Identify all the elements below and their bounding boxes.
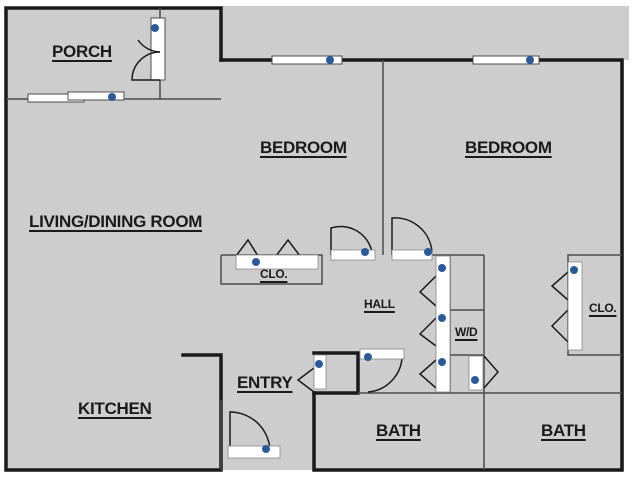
info-circle-icon[interactable] — [438, 314, 446, 322]
info-circle-icon[interactable] — [438, 264, 446, 272]
window-bedroom-right — [472, 55, 540, 65]
info-circle-icon[interactable] — [424, 248, 432, 256]
door-hall-c — [418, 359, 437, 389]
info-circle-icon[interactable] — [361, 248, 369, 256]
door-bedroom-right — [391, 217, 433, 255]
info-circle-icon[interactable] — [526, 56, 534, 64]
panel-entry-door — [227, 445, 281, 459]
info-circle-icon[interactable] — [364, 353, 372, 361]
panel-bedroom-right-door — [391, 249, 433, 261]
room-label-bath-right: BATH — [541, 421, 586, 440]
door-closet-right-b — [550, 309, 569, 343]
panel-closet-right — [567, 261, 583, 351]
room-label-wd: W/D — [455, 325, 478, 339]
panel-wd — [468, 355, 484, 391]
info-circle-icon[interactable] — [108, 93, 116, 101]
door-hall-b — [418, 317, 437, 347]
door-closet-right-a — [550, 271, 569, 301]
room-label-kitchen: KITCHEN — [78, 399, 152, 418]
room-label-closet-right: CLO. — [589, 301, 617, 315]
windows — [27, 17, 540, 103]
info-circle-icon[interactable] — [262, 445, 270, 453]
room-label-bedroom-right: BEDROOM — [465, 138, 552, 157]
door-entry — [229, 411, 271, 453]
panel-bath-door — [359, 348, 405, 360]
info-circle-icon[interactable] — [315, 360, 323, 368]
room-label-closet-left: CLO. — [260, 267, 288, 281]
info-circle-icon[interactable] — [252, 258, 260, 266]
exterior-wall-outline — [4, 6, 223, 472]
exterior-wall-entry — [312, 351, 360, 395]
panel-bedroom-left-door — [330, 249, 376, 261]
info-circle-icon[interactable] — [438, 358, 446, 366]
window-porch-b — [67, 91, 125, 101]
info-circle-icon[interactable] — [570, 266, 578, 274]
info-markers[interactable] — [108, 24, 578, 453]
room-label-bath-left: BATH — [376, 421, 421, 440]
door-porch-arc — [131, 51, 161, 81]
panel-hall-vertical — [435, 255, 451, 393]
info-circle-icon[interactable] — [326, 56, 334, 64]
door-entry-closet — [296, 367, 315, 393]
room-label-porch: PORCH — [52, 42, 112, 61]
info-circle-icon[interactable] — [471, 376, 479, 384]
door-hall-a — [418, 275, 437, 307]
door-porch-arc-2 — [137, 39, 161, 53]
room-label-hall: HALL — [364, 297, 395, 311]
door-closet-left-a — [235, 238, 259, 257]
room-label-bedroom-left: BEDROOM — [260, 138, 347, 157]
room-label-living-dining: LIVING/DINING ROOM — [29, 212, 203, 231]
door-wd — [483, 355, 499, 389]
door-panels — [227, 249, 583, 459]
door-bedroom-left — [330, 225, 373, 255]
room-label-entry: ENTRY — [237, 373, 293, 392]
panel-entry-closet — [313, 354, 327, 390]
door-closet-left-b — [275, 238, 301, 257]
info-circle-icon[interactable] — [151, 24, 159, 32]
window-bedroom-left — [271, 55, 343, 65]
